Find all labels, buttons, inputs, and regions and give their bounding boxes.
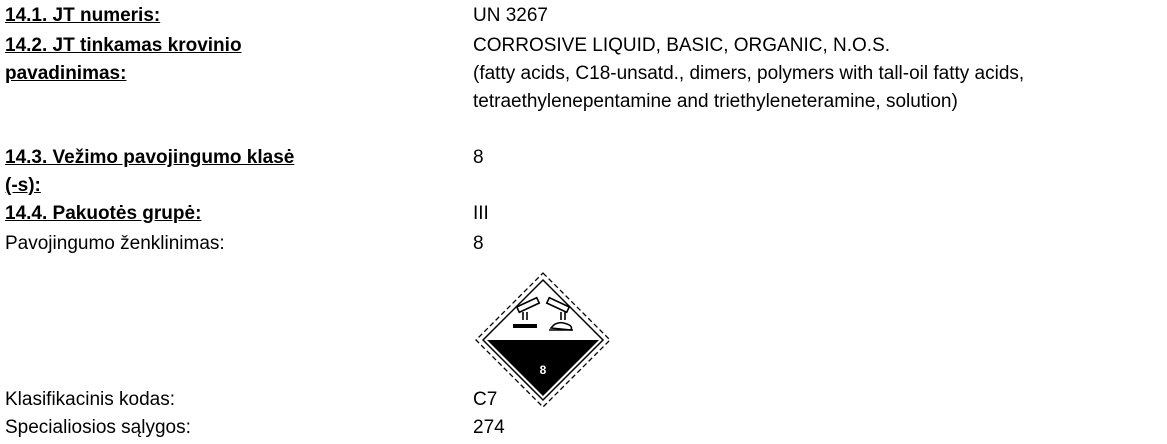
shipping-name-label-line-2: pavadinimas: (5, 63, 127, 84)
special-provisions-label-line: Specialiosios sąlygos: (5, 417, 191, 438)
hazard-class-value-line: 8 (473, 147, 484, 168)
un-number-value-line: UN 3267 (473, 5, 548, 26)
hazard-labels-value-line: 8 (473, 233, 484, 254)
special-provisions-value: 274 (473, 414, 1167, 442)
hazard-labels-value: 8 (473, 230, 1167, 258)
shipping-name-value-line-2: (fatty acids, C18-unsatd., dimers, polym… (473, 63, 1025, 84)
shipping-name-value-line-1: CORROSIVE LIQUID, BASIC, ORGANIC, N.O.S. (473, 35, 891, 56)
classification-code-label-line: Klasifikacinis kodas: (5, 389, 176, 410)
hazard-class-label-line-2: (-s): (5, 175, 41, 196)
special-provisions-label: Specialiosios sąlygos: (5, 414, 345, 442)
classification-code-label: Klasifikacinis kodas: (5, 386, 345, 414)
classification-code-value-line: C7 (473, 389, 498, 410)
un-number-label: 14.1. JT numeris: (5, 2, 345, 30)
hazard-class-label-line-1: 14.3. Vežimo pavojingumo klasė (5, 147, 295, 168)
shipping-name-value: CORROSIVE LIQUID, BASIC, ORGANIC, N.O.S.… (473, 32, 1167, 116)
packing-group-label-line: 14.4. Pakuotės grupė: (5, 203, 202, 224)
classification-code-value: C7 (473, 386, 1167, 414)
shipping-name-label-line-1: 14.2. JT tinkamas krovinio (5, 35, 242, 56)
hazard-class-label: 14.3. Vežimo pavojingumo klasė (-s): (5, 144, 345, 200)
special-provisions-value-line: 274 (473, 417, 505, 438)
shipping-name-label: 14.2. JT tinkamas krovinio pavadinimas: (5, 32, 345, 88)
un-number-value: UN 3267 (473, 2, 1167, 30)
hazard-labels-label: Pavojingumo ženklinimas: (5, 230, 345, 258)
shipping-name-value-line-3: tetraethylenepentamine and triethylenete… (473, 91, 958, 112)
hazard-labels-label-line: Pavojingumo ženklinimas: (5, 233, 225, 254)
un-number-label-line: 14.1. JT numeris: (5, 5, 161, 26)
hazard-class-value: 8 (473, 144, 1167, 172)
packing-group-label: 14.4. Pakuotės grupė: (5, 200, 345, 228)
packing-group-value: III (473, 200, 1167, 228)
corrosive-hazard-diamond-icon: 8 (475, 272, 611, 408)
packing-group-value-line: III (473, 203, 489, 224)
pictogram-class-number: 8 (540, 363, 547, 377)
